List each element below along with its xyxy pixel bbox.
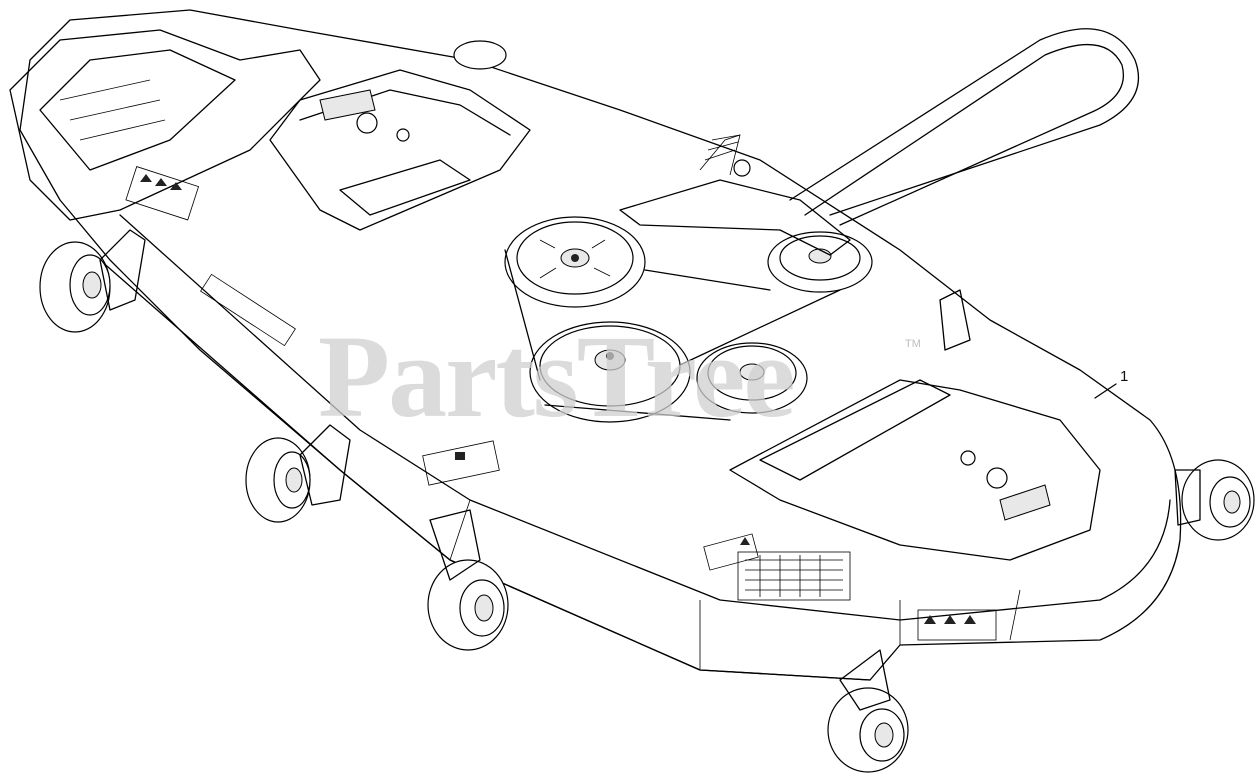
caster-wheel-rear-right (1181, 459, 1255, 541)
decal-center (422, 440, 500, 486)
left-belt-cover (269, 69, 531, 231)
watermark-trademark: TM (905, 338, 921, 350)
deck-shell (19, 9, 1182, 681)
callout-leader-1 (1094, 383, 1117, 399)
watermark: PartsTree (318, 311, 796, 442)
front-housing (9, 29, 321, 221)
deck-belt (504, 249, 841, 421)
decal-side-left (200, 273, 296, 347)
idler-pulley-right (696, 342, 808, 414)
caster-wheel-rear-center (827, 687, 909, 773)
drive-belt (789, 28, 1140, 226)
right-belt-cover (729, 379, 1101, 561)
idler-pulley-upper (767, 231, 873, 293)
spindle-pulley-left (504, 216, 646, 308)
decal-small (703, 533, 759, 571)
decal-grate (737, 551, 851, 601)
caster-brackets (99, 229, 1201, 711)
caster-wheel-top (453, 40, 507, 70)
decal-rear (917, 609, 997, 641)
tensioner-arm (619, 134, 851, 256)
caster-wheel-rear-left (427, 559, 509, 651)
decal-front (125, 166, 200, 221)
decal-right-post (939, 289, 971, 351)
caster-wheel-mid-left (245, 437, 311, 523)
caster-wheel-front-left (39, 241, 111, 333)
spindle-pulley-center (529, 321, 691, 423)
callout-1: 1 (1120, 368, 1129, 385)
